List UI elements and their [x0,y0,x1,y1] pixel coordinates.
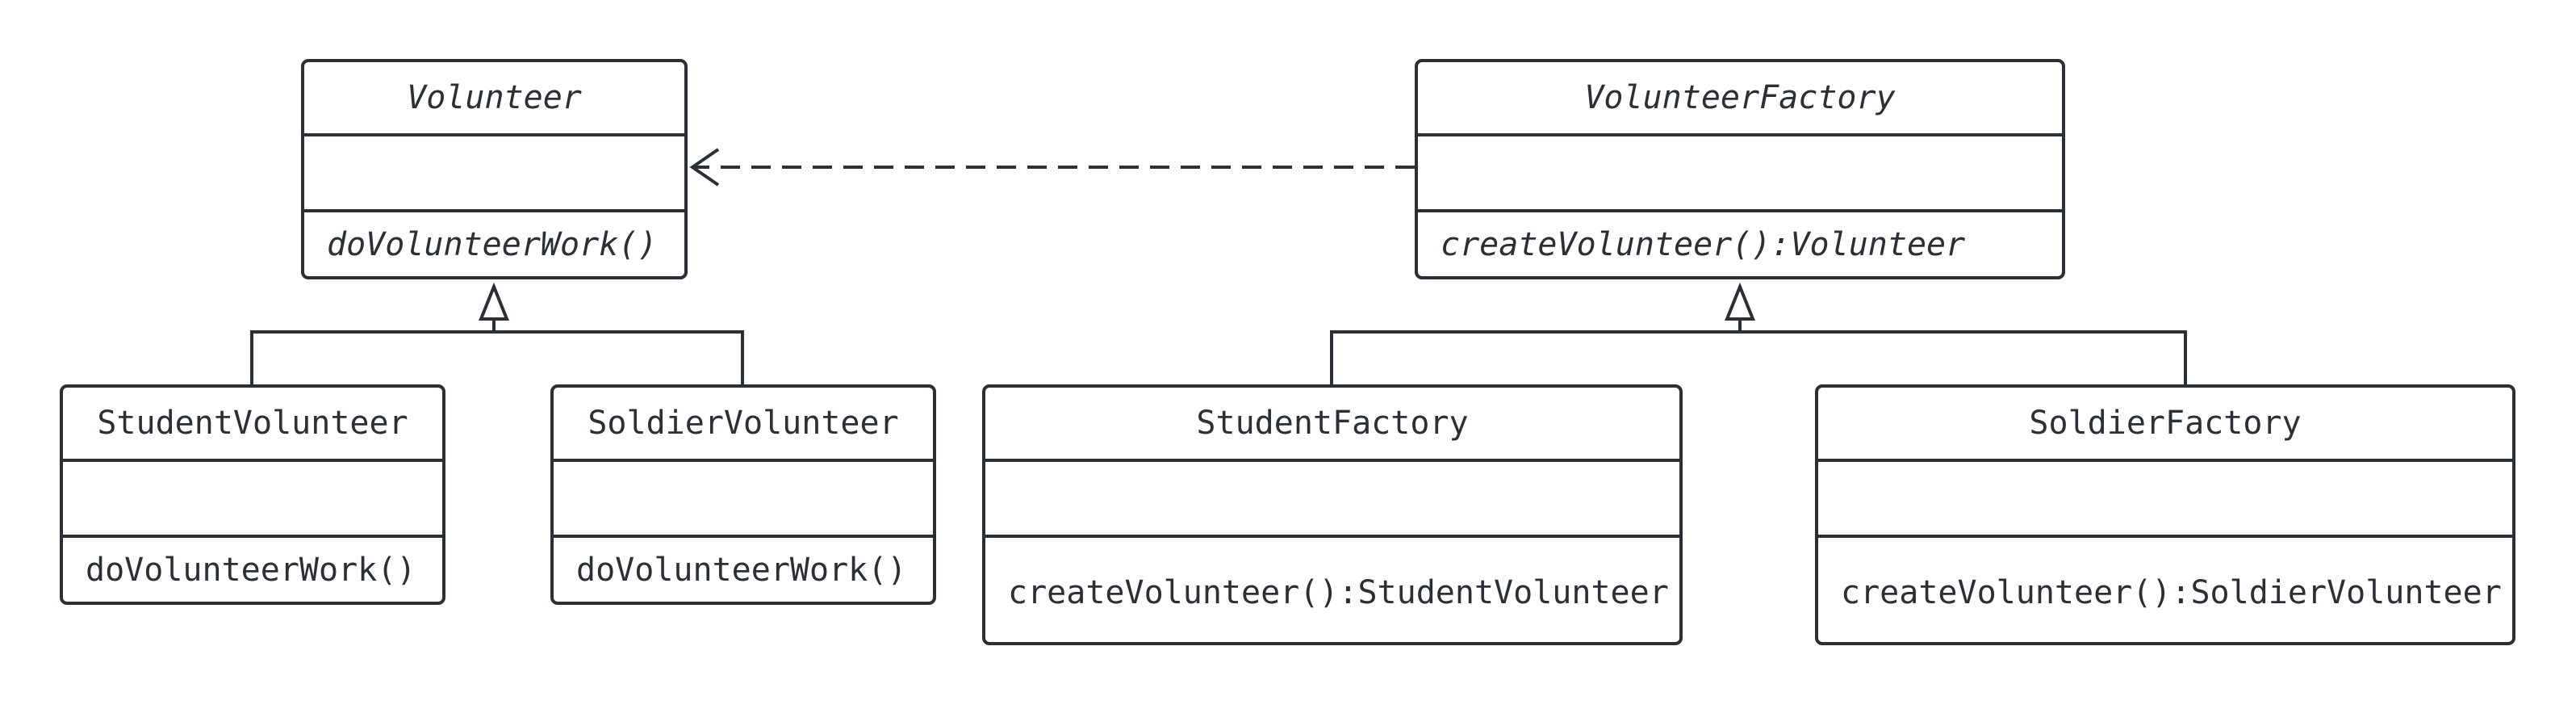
class-soldier-factory[interactable]: SoldierFactory createVolunteer():Soldier… [1815,384,2515,645]
attributes-compartment [63,462,442,538]
class-soldier-volunteer[interactable]: SoldierVolunteer doVolunteerWork() [550,384,936,605]
class-name: VolunteerFactory [1418,62,2062,136]
generalization-line-factory [1330,330,2187,384]
operation: createVolunteer():Volunteer [1441,225,1966,263]
attributes-compartment [1818,462,2512,538]
dependency-arrowhead [689,148,720,187]
class-volunteer-factory[interactable]: VolunteerFactory createVolunteer():Volun… [1415,59,2065,279]
operation: createVolunteer():StudentVolunteer [1008,573,1669,611]
class-name: StudentVolunteer [63,388,442,462]
class-name: SoldierFactory [1818,388,2512,462]
class-volunteer[interactable]: Volunteer doVolunteerWork() [301,59,688,279]
class-name: Volunteer [304,62,684,136]
generalization-line-volunteer [250,330,744,384]
operation: doVolunteerWork() [86,551,416,589]
attributes-compartment [304,136,684,212]
attributes-compartment [554,462,933,538]
generalization-triangle-factory [1725,282,1755,321]
class-student-factory[interactable]: StudentFactory createVolunteer():Student… [982,384,1683,645]
class-student-volunteer[interactable]: StudentVolunteer doVolunteerWork() [60,384,445,605]
operation: doVolunteerWork() [576,551,907,589]
operation: doVolunteerWork() [327,225,658,263]
class-name: StudentFactory [985,388,1679,462]
operation: createVolunteer():SoldierVolunteer [1841,573,2502,611]
generalization-triangle-volunteer [479,282,509,321]
attributes-compartment [1418,136,2062,212]
class-name: SoldierVolunteer [554,388,933,462]
attributes-compartment [985,462,1679,538]
